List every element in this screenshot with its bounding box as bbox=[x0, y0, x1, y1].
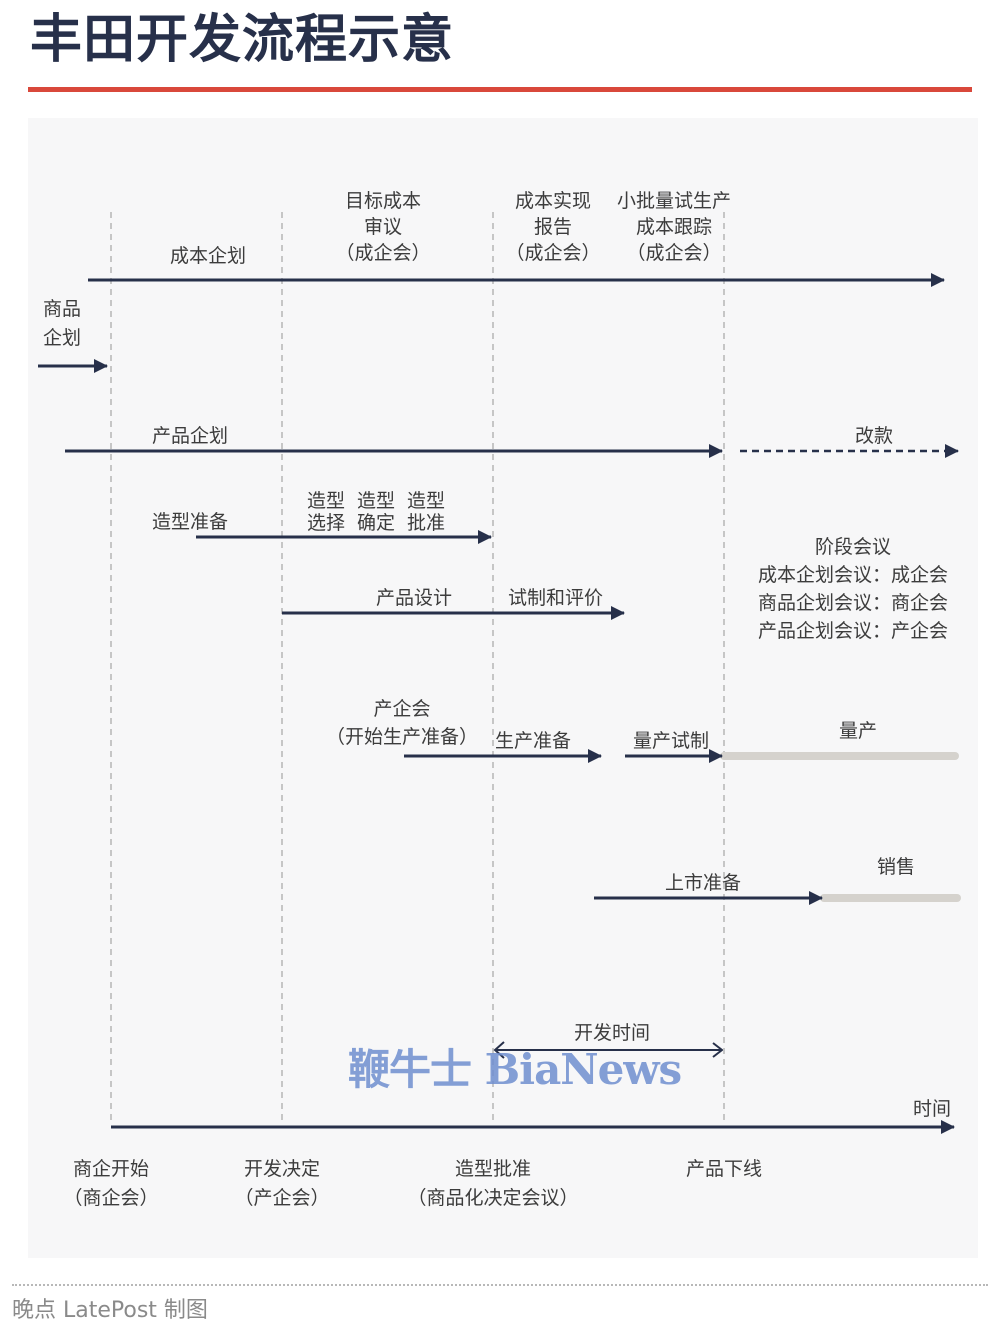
cost-note-realization: 成本实现 报告 （成企会） bbox=[502, 188, 604, 266]
product-planning-label: 产品企划 bbox=[152, 425, 229, 447]
note-line: 目标成本 bbox=[344, 190, 421, 212]
title-accent-rule bbox=[28, 87, 972, 92]
styling-step-confirm: 造型 确定 bbox=[357, 490, 395, 534]
note-line: （成企会） bbox=[505, 242, 601, 264]
time-axis-label: 时间 bbox=[913, 1098, 952, 1120]
milestone-dev-decision: 开发决定 （产企会） bbox=[222, 1155, 342, 1213]
trial-evaluation-label: 试制和评价 bbox=[508, 587, 604, 609]
label-line: 确定 bbox=[357, 512, 396, 534]
pilot-production-label: 量产试制 bbox=[633, 730, 710, 752]
milestone-title: 造型批准 bbox=[454, 1158, 531, 1180]
note-line: 成本跟踪 bbox=[635, 216, 712, 238]
label-line: 选择 bbox=[307, 512, 346, 534]
label-line: 商品 bbox=[43, 298, 82, 320]
cost-planning-label: 成本企划 bbox=[170, 245, 247, 267]
milestone-meeting: （商品化决定会议） bbox=[407, 1187, 579, 1209]
meeting-legend: 阶段会议 成本企划会议：成企会 商品企划会议：商企会 产品企划会议：产企会 bbox=[748, 533, 958, 645]
launch-prep-label: 上市准备 bbox=[665, 872, 742, 894]
label-line: 企划 bbox=[43, 327, 82, 349]
legend-item: 商品企划会议：商企会 bbox=[757, 592, 948, 614]
production-meeting-label: 产企会 （开始生产准备） bbox=[322, 695, 482, 751]
note-line: （成企会） bbox=[335, 242, 431, 264]
styling-step-approve: 造型 批准 bbox=[407, 490, 445, 534]
legend-title: 阶段会议 bbox=[814, 536, 891, 558]
dev-time-arrow-left-head bbox=[493, 1041, 505, 1059]
milestone-title: 产品下线 bbox=[685, 1158, 762, 1180]
milestone-goods-start: 商企开始 （商企会） bbox=[51, 1155, 171, 1213]
dev-time-label: 开发时间 bbox=[574, 1022, 651, 1044]
styling-prep-label: 造型准备 bbox=[152, 511, 229, 533]
note-line: 成本实现 bbox=[514, 190, 591, 212]
footer-divider bbox=[12, 1284, 988, 1286]
note-line: 小批量试生产 bbox=[616, 190, 731, 212]
milestone-line-off: 产品下线 bbox=[664, 1155, 784, 1184]
label-line: 造型 bbox=[407, 490, 446, 512]
styling-step-select: 造型 选择 bbox=[307, 490, 345, 534]
product-design-label: 产品设计 bbox=[376, 587, 453, 609]
milestone-title: 商企开始 bbox=[72, 1158, 149, 1180]
label-line: 批准 bbox=[407, 512, 446, 534]
production-prep-label: 生产准备 bbox=[495, 730, 572, 752]
cost-note-tracking: 小批量试生产 成本跟踪 （成企会） bbox=[610, 188, 738, 266]
milestone-title: 开发决定 bbox=[243, 1158, 320, 1180]
cost-note-target: 目标成本 审议 （成企会） bbox=[332, 188, 434, 266]
label-line: 造型 bbox=[307, 490, 346, 512]
note-line: 审议 bbox=[363, 216, 402, 238]
milestone-meeting: （产企会） bbox=[234, 1187, 330, 1209]
page-title: 丰田开发流程示意 bbox=[30, 10, 455, 70]
milestone-guides bbox=[110, 212, 725, 1125]
legend-item: 成本企划会议：成企会 bbox=[757, 564, 948, 586]
mass-production-label: 量产 bbox=[839, 720, 878, 742]
watermark-bianews: 鞭牛士 BiaNews bbox=[348, 1045, 682, 1094]
milestone-styling-approval: 造型批准 （商品化决定会议） bbox=[393, 1155, 593, 1213]
diagram-panel bbox=[28, 118, 978, 1258]
note-line: （成企会） bbox=[626, 242, 722, 264]
label-line: 产企会 bbox=[373, 698, 431, 720]
facelift-label: 改款 bbox=[855, 425, 894, 447]
footer-credit: 晚点 LatePost 制图 bbox=[12, 1298, 208, 1323]
label-line: 造型 bbox=[357, 490, 396, 512]
goods-planning-label: 商品 企划 bbox=[43, 295, 81, 353]
label-line: （开始生产准备） bbox=[325, 726, 478, 748]
sales-label: 销售 bbox=[877, 856, 916, 878]
note-line: 报告 bbox=[533, 216, 572, 238]
legend-item: 产品企划会议：产企会 bbox=[757, 620, 948, 642]
milestone-meeting: （商企会） bbox=[63, 1187, 159, 1209]
